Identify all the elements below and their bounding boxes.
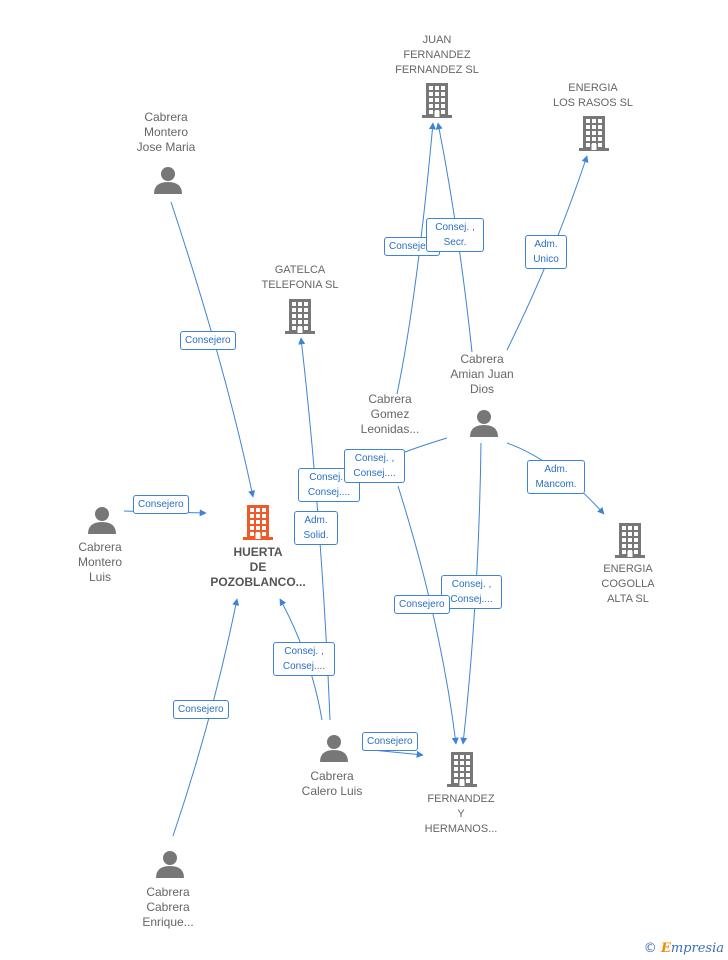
person-icon[interactable]	[87, 505, 117, 535]
edge-label-amian-juan-to-energia-rasos: Adm. Unico	[525, 235, 567, 269]
edge-montero_jose-to-huerta	[170, 201, 256, 498]
node-label-fernandez-hermanos[interactable]: FERNANDEZ Y HERMANOS...	[424, 793, 498, 835]
building-icon[interactable]	[282, 297, 318, 335]
person-icon[interactable]	[153, 165, 183, 195]
node-label-energia-rasos[interactable]: ENERGIA LOS RASOS SL	[552, 82, 634, 109]
copyright-symbol: ©	[643, 941, 657, 956]
edge-label-gomez-leonidas-to-fernandez-hermanos: Consejero	[394, 595, 450, 614]
brand-initial: E	[660, 941, 671, 956]
node-label-gomez-leonidas[interactable]: Cabrera Gomez Leonidas...	[360, 392, 420, 436]
edge-label-cabrera-enrique-to-huerta: Consejero	[173, 700, 229, 719]
edge-label-amian-juan-to-fernandez-hermanos: Consej. , Consej....	[441, 575, 502, 609]
edge-label-montero-luis-to-huerta: Consejero	[133, 495, 189, 514]
edge-label-calero-luis-to-gatelca: Adm. Solid.	[294, 511, 338, 545]
building-icon[interactable]	[419, 81, 455, 119]
edge-label-calero-luis-to-huerta: Consej. , Consej....	[273, 642, 335, 676]
node-label-cabrera-enrique[interactable]: Cabrera Cabrera Enrique...	[142, 885, 194, 929]
building-icon[interactable]	[444, 750, 480, 788]
edge-label-montero-jose-to-huerta: Consejero	[180, 331, 236, 350]
node-label-montero-luis[interactable]: Cabrera Montero Luis	[77, 540, 123, 584]
person-icon[interactable]	[155, 849, 185, 879]
edge-gomez_leonidas-to-fernandez_hermanos	[397, 485, 459, 745]
building-icon[interactable]	[612, 521, 648, 559]
edge-gomez_leonidas-to-juan_fernandez	[396, 122, 436, 395]
node-label-energia-cogolla[interactable]: ENERGIA COGOLLA ALTA SL	[601, 563, 655, 605]
edge-label-amian-juan-to-juan-fernandez: Consej. , Secr.	[426, 218, 484, 252]
edge-label-gomez-leonidas-to-huerta: Consej. , Consej....	[344, 449, 405, 483]
brand-rest: mpresia	[670, 941, 724, 956]
node-label-huerta[interactable]: HUERTA DE POZOBLANCO...	[210, 545, 306, 589]
empresia-watermark: © Empresia	[644, 941, 724, 956]
edge-label-calero-luis-to-fernandez-hermanos: Consejero	[362, 732, 418, 751]
person-icon[interactable]	[319, 733, 349, 763]
node-label-gatelca[interactable]: GATELCA TELEFONIA SL	[261, 264, 339, 291]
node-label-juan-fernandez[interactable]: JUAN FERNANDEZ FERNANDEZ SL	[395, 34, 479, 76]
building-icon[interactable]	[576, 114, 612, 152]
node-label-calero-luis[interactable]: Cabrera Calero Luis	[301, 769, 363, 798]
node-label-montero-jose[interactable]: Cabrera Montero Jose Maria	[136, 110, 196, 154]
node-label-amian-juan[interactable]: Cabrera Amian Juan Dios	[450, 352, 514, 396]
edge-label-amian-juan-to-energia-cogolla: Adm. Mancom.	[527, 460, 585, 494]
building-icon[interactable]	[240, 503, 276, 541]
person-icon[interactable]	[469, 408, 499, 438]
